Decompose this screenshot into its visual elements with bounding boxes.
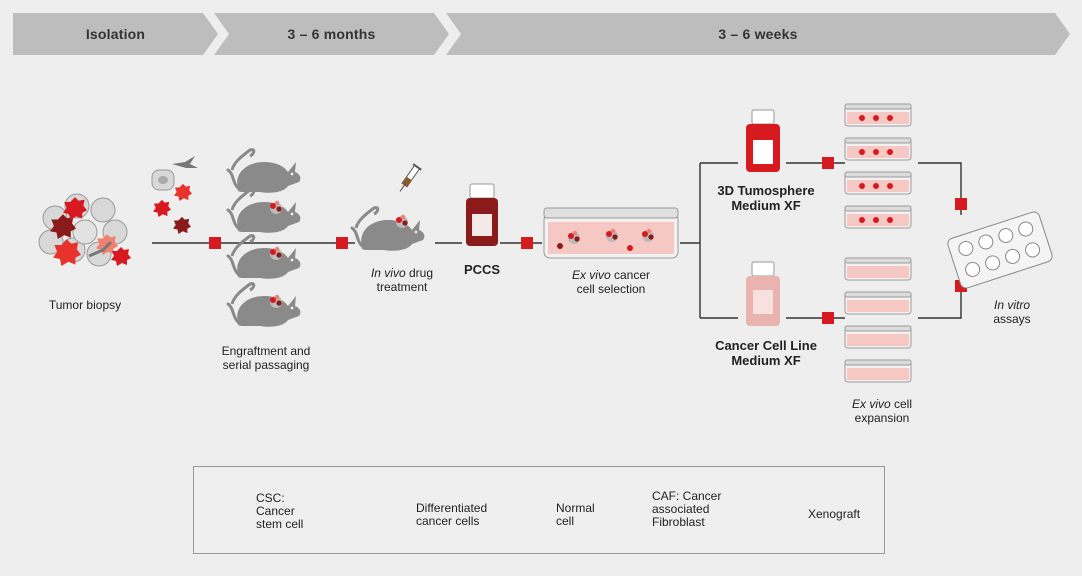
isolated-cells-illustration [151, 156, 198, 234]
pccs-label: PCCS [463, 262, 501, 277]
legend-caf-line1: CAF: Cancer [652, 489, 722, 503]
phase-3-6-weeks: 3 – 6 weeks [446, 13, 1070, 55]
expansion-line2: expansion [854, 411, 910, 425]
expansion-rest: cell [890, 397, 913, 411]
cell-line-label: Cancer Cell Line Medium XF [700, 338, 832, 368]
legend-caf-line2: associated [652, 502, 710, 516]
tumor-biopsy-illustration [38, 193, 131, 267]
legend-normal-line2: cell [556, 514, 575, 528]
legend-diff-line1: Differentiated [416, 501, 488, 515]
legend-box [193, 466, 885, 554]
engraftment-line2: serial passaging [222, 358, 310, 372]
legend-diff-line2: cancer cells [416, 514, 480, 528]
legend-differentiated: Differentiated cancer cells [416, 502, 487, 528]
engraftment-label: Engraftment and serial passaging [206, 344, 326, 372]
tumosphere-line1: 3D Tumosphere [717, 183, 815, 198]
in-vitro-italic: In vitro [993, 298, 1030, 312]
engraftment-line1: Engraftment and [221, 344, 311, 358]
drug-treatment-label: In vivo drug treatment [350, 266, 454, 294]
legend-caf-line3: Fibroblast [652, 515, 705, 529]
drug-treatment-rest: drug [405, 266, 434, 280]
drug-treatment-illustration [350, 163, 426, 253]
legend-normal: Normal cell [556, 502, 595, 528]
expansion-label: Ex vivo cell expansion [832, 397, 932, 425]
phase-label: Isolation [85, 26, 146, 42]
tumosphere-bottle [746, 109, 780, 172]
pccs-bottle [466, 183, 498, 246]
cell-line-bottle [746, 261, 780, 326]
legend-csc-line2: Cancer [256, 504, 295, 518]
cell-selection-italic: Ex vivo [571, 268, 611, 282]
phase-label: 3 – 6 weeks [718, 26, 798, 42]
drug-treatment-line2: treatment [376, 280, 428, 294]
phase-label: 3 – 6 months [287, 26, 376, 42]
cell-line-dishes [844, 257, 912, 383]
cell-selection-rest: cancer [610, 268, 651, 282]
expansion-line1: Ex vivo cell [832, 397, 932, 411]
legend-csc-line1: CSC: [256, 491, 285, 505]
step-markers [209, 157, 967, 324]
ex-vivo-dish [543, 207, 679, 259]
cell-selection-label: Ex vivo cancer cell selection [556, 268, 666, 296]
phase-isolation: Isolation [13, 13, 218, 55]
tumosphere-dishes [844, 103, 912, 229]
legend-csc: CSC: Cancer stem cell [256, 492, 303, 531]
drug-treatment-italic: In vivo [370, 266, 406, 280]
tumor-biopsy-label: Tumor biopsy [48, 298, 122, 312]
legend-xenograft: Xenograft [808, 507, 861, 521]
legend-normal-line1: Normal [556, 501, 595, 515]
cell-line-line1: Cancer Cell Line [715, 338, 817, 353]
engraftment-mice [226, 148, 302, 329]
in-vitro-label: In vitro assays [972, 298, 1052, 326]
in-vitro-line1: In vitro [972, 298, 1052, 312]
cell-selection-line1: Ex vivo cancer [556, 268, 666, 282]
cell-selection-line2: cell selection [576, 282, 646, 296]
drug-treatment-line1: In vivo drug [350, 266, 454, 280]
legend-caf: CAF: Cancer associated Fibroblast [652, 490, 721, 529]
cell-line-line2: Medium XF [731, 353, 801, 368]
in-vitro-line2: assays [993, 312, 1031, 326]
phase-3-6-months: 3 – 6 months [214, 13, 449, 55]
tumosphere-line2: Medium XF [731, 198, 801, 213]
legend-csc-line3: stem cell [256, 517, 304, 531]
multiwell-plate [947, 211, 1053, 289]
tumosphere-label: 3D Tumosphere Medium XF [704, 183, 828, 213]
expansion-italic: Ex vivo [851, 397, 891, 411]
